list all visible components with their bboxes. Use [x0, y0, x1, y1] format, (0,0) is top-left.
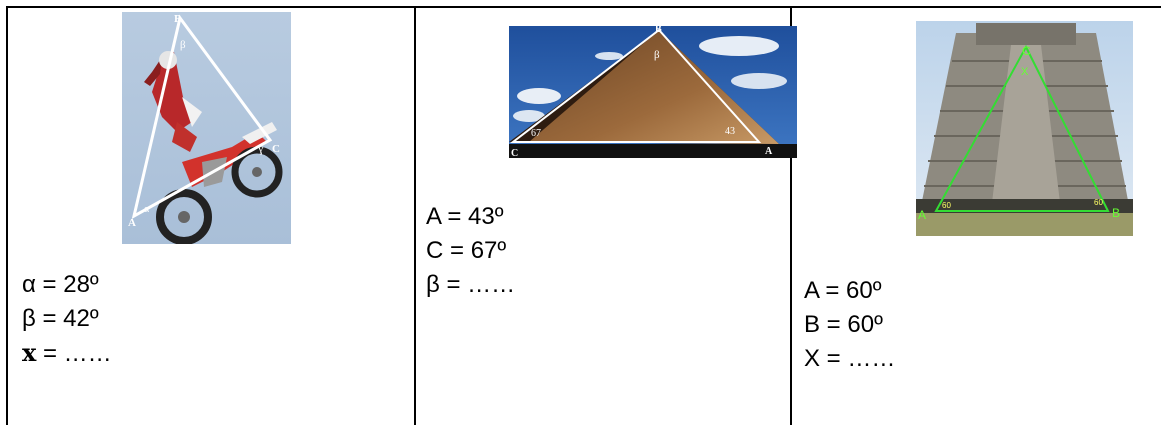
vertex-label-a: A — [128, 217, 136, 229]
problem-2-givens: A = 43º C = 67º β = …… — [426, 200, 515, 302]
vertex-label-b: B — [655, 26, 662, 35]
symbol-beta: β — [22, 305, 36, 332]
table-top-border — [6, 6, 1161, 8]
symbol-x: X — [804, 345, 821, 372]
equals-sign: = — [818, 277, 847, 304]
symbol-b: B — [804, 311, 821, 338]
angle-label-a: 60 — [942, 201, 951, 210]
unknown-line: X = …… — [804, 342, 895, 376]
angle-label-b: 60 — [1094, 198, 1103, 207]
equals-sign: = — [443, 237, 471, 264]
given-line: B = 60º — [804, 308, 895, 342]
vertex-label-c: C — [272, 143, 280, 155]
angle-label-a: 43 — [725, 126, 735, 137]
problem-1-givens: α = 28º β = 42º x = …… — [22, 268, 112, 370]
value-a: 60º — [846, 277, 882, 304]
symbol-c: C — [426, 237, 444, 264]
problem-3-givens: A = 60º B = 60º X = …… — [804, 274, 895, 376]
angle-label-beta: β — [654, 49, 660, 61]
symbol-a: A — [804, 277, 819, 304]
blank-answer: …… — [63, 340, 112, 367]
value-beta: 42º — [63, 305, 99, 332]
equals-sign: = — [820, 345, 848, 372]
angle-label-alpha: α — [144, 204, 150, 215]
angle-label-gamma: ɣ — [258, 143, 264, 155]
symbol-beta: β — [426, 271, 440, 298]
value-alpha: 28º — [63, 271, 99, 298]
blank-answer: …… — [847, 345, 896, 372]
equals-sign: = — [820, 311, 848, 338]
vertex-label-c: C — [1022, 44, 1031, 58]
value-c: 67º — [470, 237, 507, 264]
angle-label-beta: β — [180, 39, 186, 51]
symbol-alpha: α — [22, 271, 36, 298]
given-line: C = 67º — [426, 234, 515, 268]
vertex-label-c: C — [511, 148, 518, 158]
unknown-line: x = …… — [22, 336, 112, 370]
column-divider-2 — [790, 6, 792, 425]
value-b: 60º — [847, 311, 883, 338]
given-line: A = 60º — [804, 274, 895, 308]
unknown-line: β = …… — [426, 268, 515, 302]
angle-label-c: 67 — [531, 128, 541, 139]
equals-sign: = — [35, 271, 64, 298]
equals-sign: = — [439, 271, 468, 298]
column-divider-1 — [414, 6, 416, 425]
equals-sign: = — [36, 340, 64, 367]
vertex-label-a: A — [765, 146, 773, 157]
value-a: 43º — [468, 203, 504, 230]
vertex-label-a: A — [918, 208, 926, 222]
given-line: A = 43º — [426, 200, 515, 234]
pyramid-photo: B C A β 67 43 — [509, 26, 797, 158]
blank-answer: …… — [467, 271, 516, 298]
vertex-label-b: B — [174, 13, 182, 25]
motocross-photo: B C A β ɣ α — [122, 12, 291, 244]
equals-sign: = — [440, 203, 469, 230]
table-left-border — [6, 6, 8, 425]
symbol-a: A — [426, 203, 441, 230]
symbol-x: x — [22, 338, 37, 367]
equals-sign: = — [35, 305, 64, 332]
vertex-label-b: B — [1112, 206, 1120, 220]
step-pyramid-photo: C A B X 60 60 — [916, 21, 1133, 236]
given-line: α = 28º — [22, 268, 112, 302]
angle-label-x: X — [1021, 66, 1029, 78]
given-line: β = 42º — [22, 302, 112, 336]
